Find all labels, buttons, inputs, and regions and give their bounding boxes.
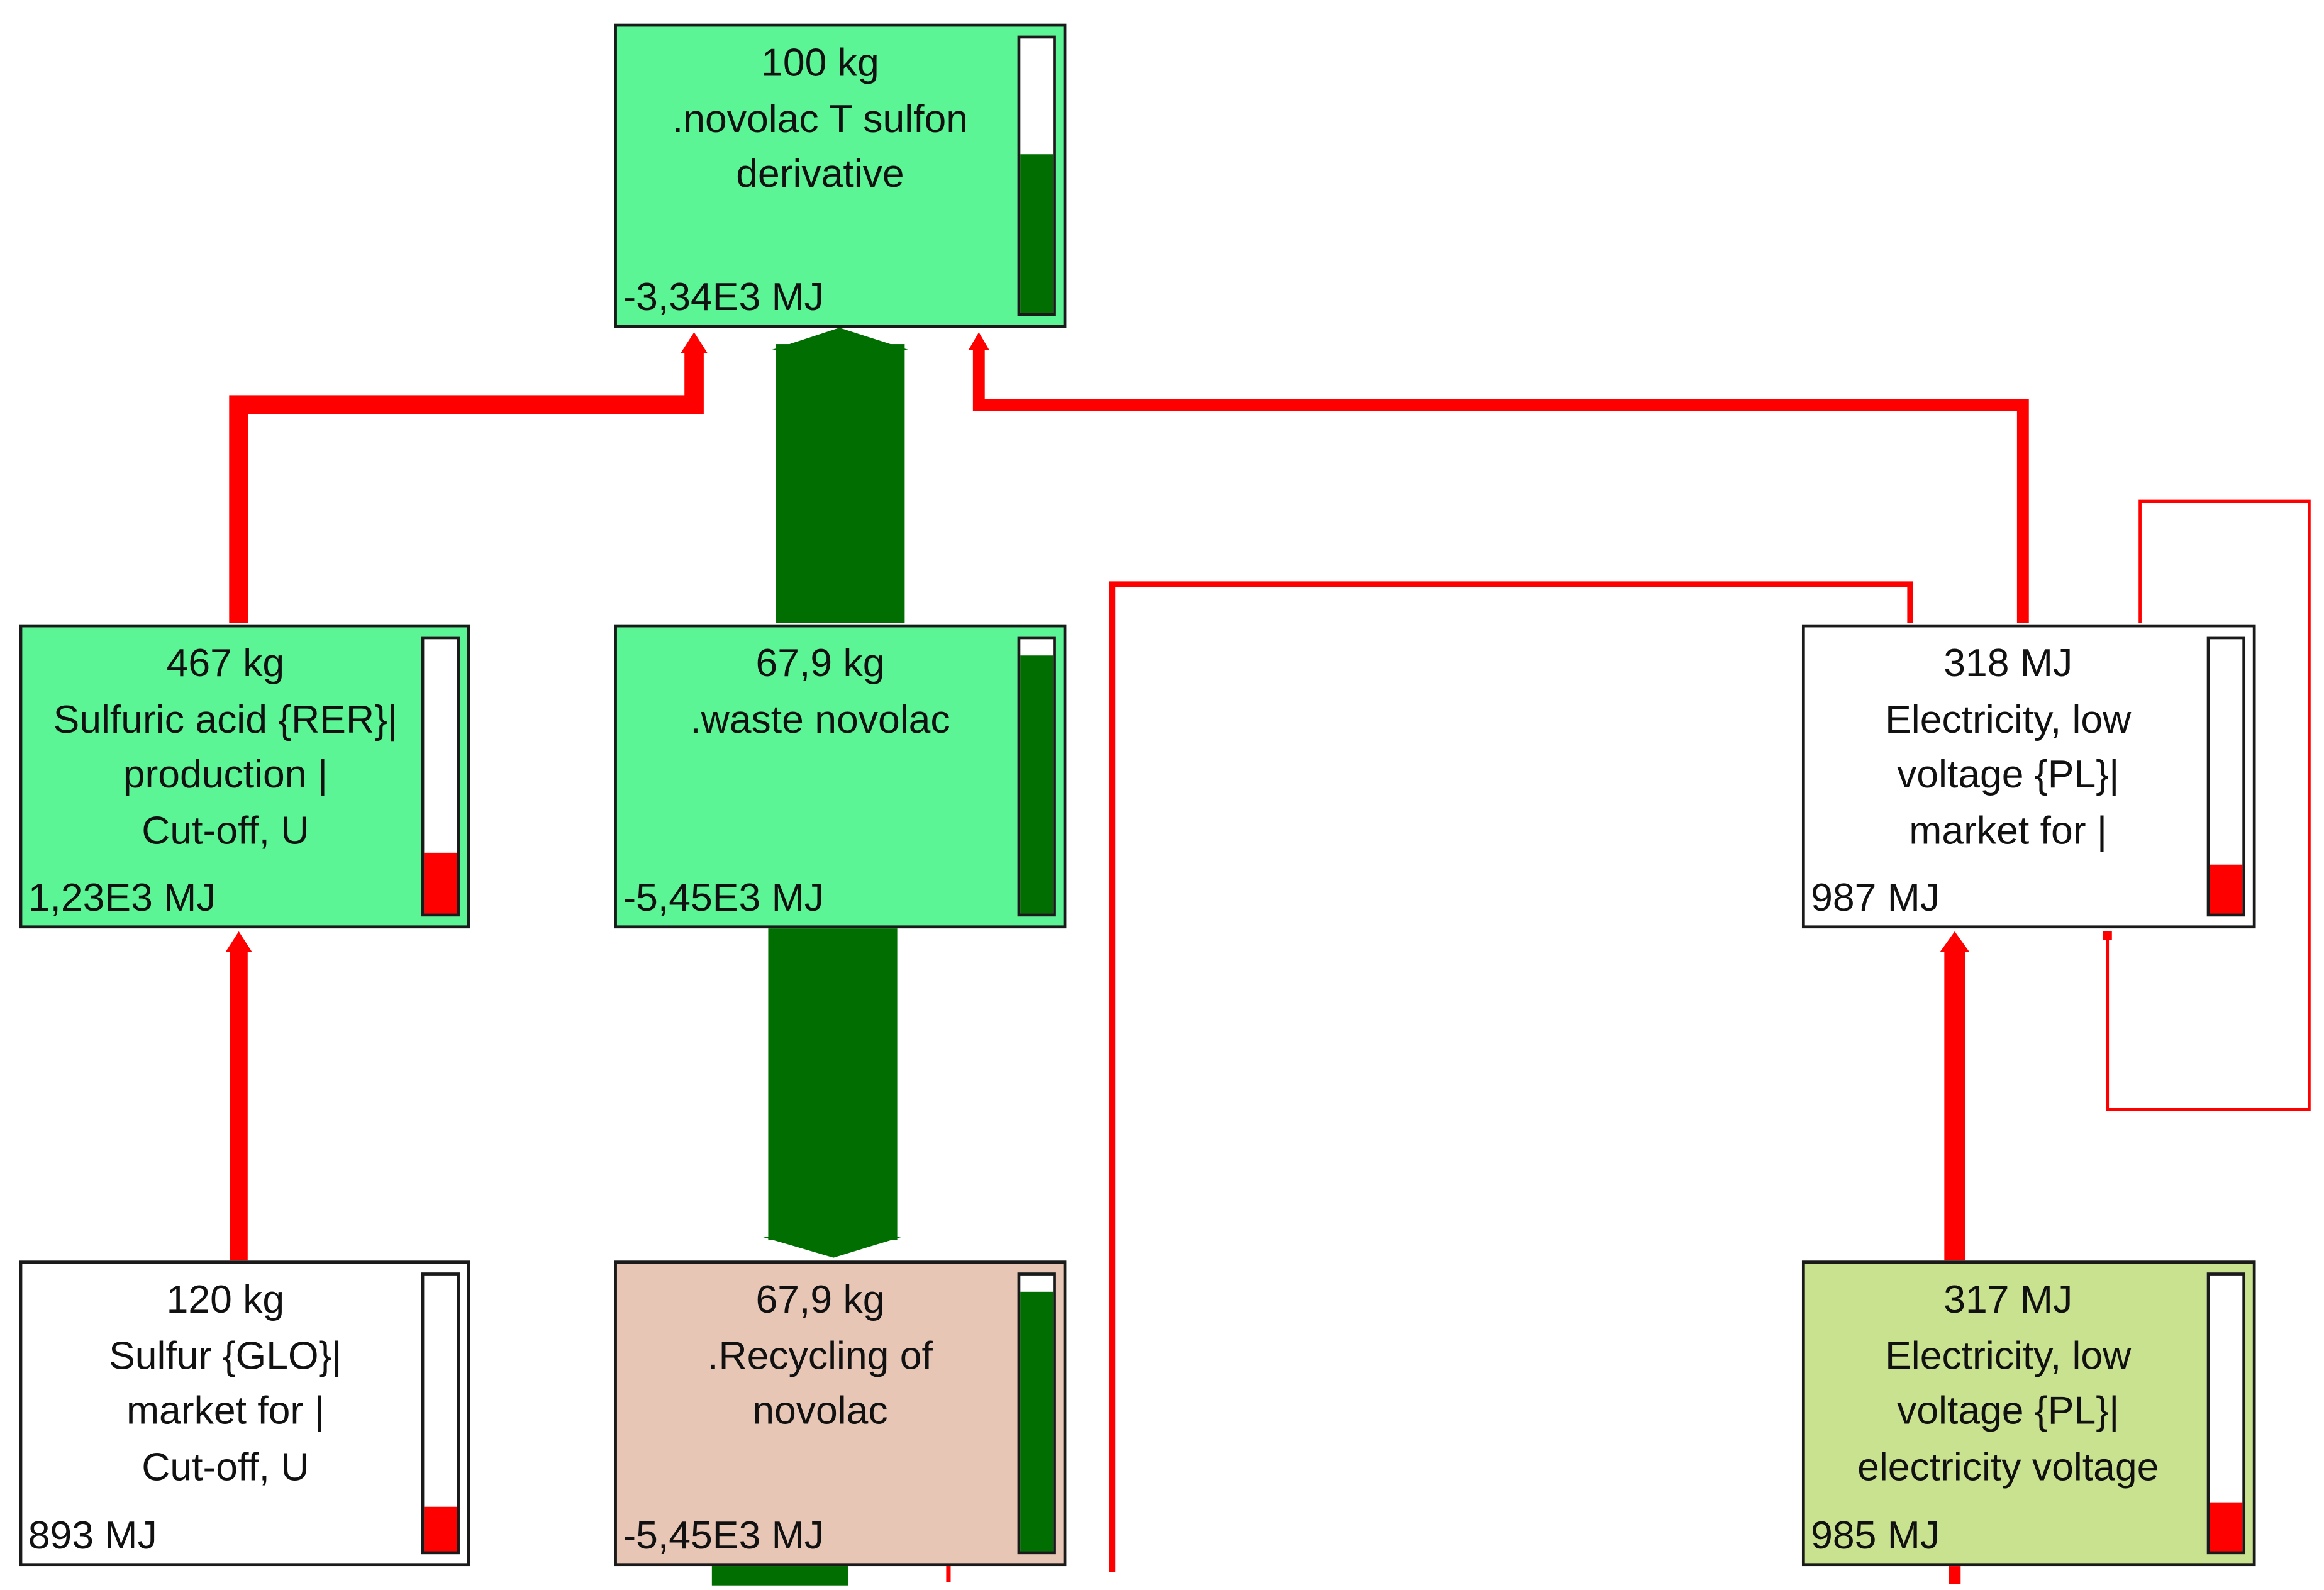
node-indicator-bar (421, 636, 460, 917)
node-name-line: voltage {PL}| (1897, 752, 2120, 797)
node-label: 318 MJ Electricity, low voltage {PL}| ma… (1808, 637, 2208, 859)
node-indicator-fill (1020, 655, 1054, 914)
flow-arrow-elec2-to-elec1 (1940, 931, 1970, 952)
node-amount: 467 kg (166, 640, 285, 686)
node-name-line: voltage {PL}| (1897, 1388, 2120, 1433)
node-amount: 318 MJ (1943, 640, 2073, 686)
node-name-line: market for | (126, 1388, 325, 1433)
flow-arrow-sulfur-to-sulfuric (225, 931, 252, 952)
process-node-recycling-novolac[interactable]: 67,9 kg .Recycling of novolac -5,45E3 MJ (614, 1260, 1067, 1567)
flow-link-elec2-red-stub (1949, 1566, 1961, 1584)
flow-link-waste-to-novolac[interactable] (771, 328, 909, 623)
flow-link-elec1-self-loop[interactable] (2106, 499, 2311, 1111)
node-name-line: derivative (736, 151, 904, 196)
node-name-line: Cut-off, U (142, 1443, 309, 1489)
node-label: 67,9 kg .Recycling of novolac (620, 1272, 1021, 1439)
node-indicator-bar (1017, 1272, 1056, 1555)
node-indicator-fill (2210, 864, 2243, 914)
node-indicator-bar (2206, 1272, 2246, 1555)
node-name-line: novolac (752, 1388, 888, 1433)
node-indicator-fill (2210, 1501, 2243, 1552)
process-node-sulfuric-acid[interactable]: 467 kg Sulfuric acid {RER}| production |… (19, 624, 470, 929)
process-node-electricity-voltage[interactable]: 317 MJ Electricity, low voltage {PL}| el… (1801, 1260, 2256, 1567)
node-label: 100 kg .novolac T sulfon derivative (620, 36, 1021, 203)
node-name-line: .Recycling of (708, 1332, 933, 1377)
flow-link-recycling-to-waste[interactable] (762, 928, 902, 1258)
node-score: -5,45E3 MJ (623, 1513, 824, 1557)
flow-link-elec1-to-novolac[interactable] (972, 347, 2029, 623)
node-name-line: .novolac T sulfon (672, 96, 969, 140)
node-name-line: .waste novolac (690, 696, 950, 741)
node-score: 893 MJ (28, 1513, 157, 1557)
node-indicator-fill (424, 853, 457, 914)
node-amount: 317 MJ (1943, 1277, 2073, 1321)
flow-link-recycling-stub (711, 1564, 848, 1586)
node-indicator-fill (1020, 153, 1054, 313)
process-node-waste-novolac[interactable]: 67,9 kg .waste novolac -5,45E3 MJ (614, 624, 1067, 929)
node-label: 120 kg Sulfur {GLO}| market for | Cut-of… (25, 1272, 426, 1495)
node-score: 987 MJ (1811, 875, 1940, 920)
flow-arrow-elec1-self-loop (2103, 931, 2112, 940)
node-name-line: Electricity, low (1885, 696, 2132, 741)
node-indicator-bar (2206, 636, 2246, 917)
node-amount: 67,9 kg (755, 1277, 885, 1321)
flow-link-sulfuric-to-novolac[interactable] (229, 350, 704, 623)
flow-link-recycling-red-stub (946, 1564, 951, 1582)
flow-arrow-elec1-to-novolac (968, 332, 989, 350)
node-label: 67,9 kg .waste novolac (620, 637, 1021, 748)
node-amount: 120 kg (166, 1277, 285, 1321)
node-name-line: market for | (1909, 807, 2108, 852)
node-indicator-fill (1020, 1292, 1054, 1552)
node-label: 317 MJ Electricity, low voltage {PL}| el… (1808, 1272, 2208, 1495)
node-score: -3,34E3 MJ (623, 274, 824, 319)
node-score: -5,45E3 MJ (623, 875, 824, 920)
node-indicator-fill (424, 1507, 457, 1552)
node-name-line: Sulfuric acid {RER}| (53, 696, 398, 741)
node-name-line: Sulfur {GLO}| (109, 1332, 342, 1377)
node-indicator-bar (1017, 35, 1056, 316)
process-node-electricity-market[interactable]: 318 MJ Electricity, low voltage {PL}| ma… (1801, 624, 2256, 929)
node-indicator-bar (421, 1272, 460, 1555)
process-node-novolac[interactable]: 100 kg .novolac T sulfon derivative -3,3… (614, 23, 1067, 328)
flow-arrow-sulfuric-to-novolac (681, 332, 708, 353)
flow-link-offscreen-to-elec1[interactable] (1109, 581, 1913, 1572)
node-name-line: electricity voltage (1857, 1443, 2159, 1489)
node-name-line: production | (123, 752, 328, 797)
node-amount: 100 kg (761, 40, 879, 85)
node-name-line: Electricity, low (1885, 1332, 2132, 1377)
node-score: 1,23E3 MJ (28, 875, 216, 920)
process-node-sulfur[interactable]: 120 kg Sulfur {GLO}| market for | Cut-of… (19, 1260, 470, 1567)
node-indicator-bar (1017, 636, 1056, 917)
node-amount: 67,9 kg (755, 640, 885, 686)
node-label: 467 kg Sulfuric acid {RER}| production |… (25, 637, 426, 859)
node-name-line: Cut-off, U (142, 807, 309, 852)
node-score: 985 MJ (1811, 1513, 1940, 1557)
